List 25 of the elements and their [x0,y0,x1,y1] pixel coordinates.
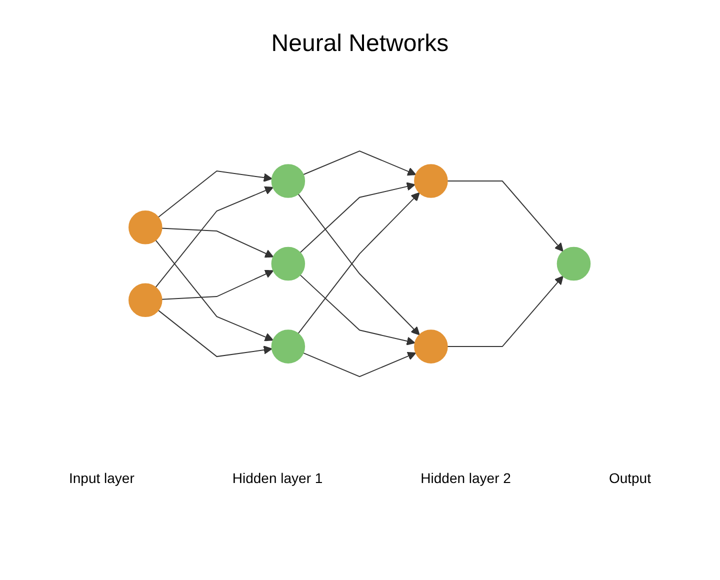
node-circle [557,247,592,281]
layer-label: Output [608,470,651,486]
layer-label: Input layer [69,470,134,486]
arrow [447,276,564,348]
arrow [158,310,273,358]
node-circle [272,247,306,281]
arrow [300,182,416,254]
arrow [300,274,416,346]
layer-label: Hidden layer 1 [232,470,323,486]
diagram-title: Neural Networks [270,30,450,58]
node-circle [128,210,163,244]
layer-label: Hidden layer 2 [420,470,511,486]
arrow [162,228,274,258]
node-circle [272,330,306,364]
node-circle [272,164,306,198]
node-circle [128,284,163,318]
arrow [156,240,274,342]
node-circle [414,164,448,198]
arrow [156,186,274,288]
arrow [303,352,417,378]
arrow [158,170,273,218]
node-circle [414,330,448,364]
arrow [303,150,417,176]
arrow [162,270,274,300]
arrow [447,180,564,252]
